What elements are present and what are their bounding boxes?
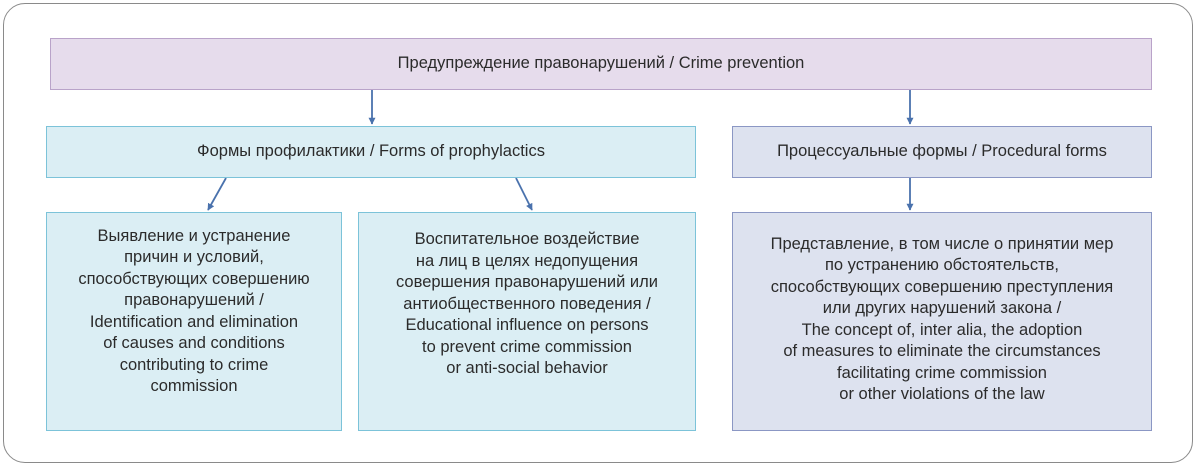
node-representation-concept-text: Представление, в том числе о принятии ме… <box>770 234 1114 404</box>
root-node-crime-prevention: Предупреждение правонарушений / Crime pr… <box>50 38 1152 90</box>
root-node-label: Предупреждение правонарушений / Crime pr… <box>397 54 805 73</box>
node-forms-of-prophylactics-label: Формы профилактики / Forms of prophylact… <box>197 142 545 161</box>
arrow-prophylactics-to-educational <box>515 177 533 211</box>
node-representation-concept: Представление, в том числе о принятии ме… <box>732 212 1152 431</box>
node-forms-of-prophylactics: Формы профилактики / Forms of prophylact… <box>46 126 696 178</box>
node-procedural-forms: Процессуальные формы / Procedural forms <box>732 126 1152 178</box>
diagram-frame <box>3 3 1193 463</box>
node-educational-influence: Воспитательное воздействие на лиц в целя… <box>358 212 696 431</box>
node-procedural-forms-label: Процессуальные формы / Procedural forms <box>777 142 1107 161</box>
node-educational-influence-text: Воспитательное воздействие на лиц в целя… <box>396 230 658 378</box>
node-identification-elimination: Выявление и устранение причин и условий,… <box>46 212 342 431</box>
arrow-prophylactics-to-identification <box>207 177 227 211</box>
node-identification-elimination-text: Выявление и устранение причин и условий,… <box>78 226 310 396</box>
